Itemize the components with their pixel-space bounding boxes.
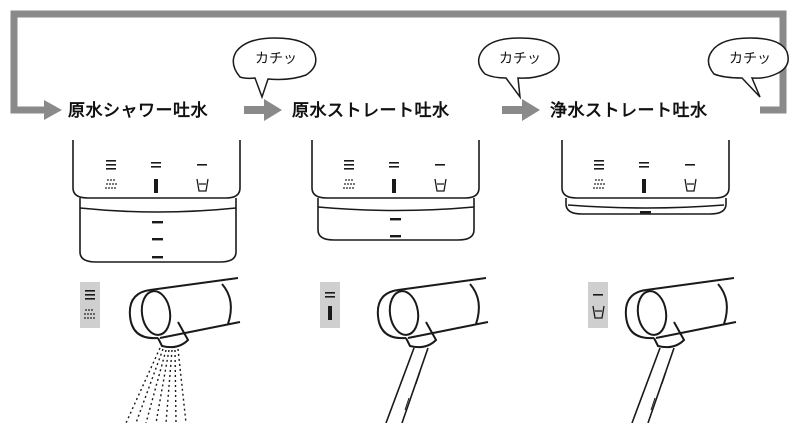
next-arrow-1 — [244, 99, 282, 121]
shower-icon — [80, 282, 100, 328]
click-bubble-3 — [707, 37, 789, 98]
selector-unit-1 — [72, 140, 241, 263]
unit-3-shower-glyph — [593, 179, 605, 189]
faucet-head-2 — [376, 277, 489, 349]
shower-spray — [125, 347, 187, 424]
straight-icon — [320, 282, 340, 328]
mode-label-straight: 原水ストレート吐水 — [292, 101, 450, 121]
unit-3-marks — [594, 160, 695, 214]
straight-stream-2 — [631, 347, 675, 424]
cup-icon — [588, 282, 608, 328]
next-arrow-2 — [502, 99, 540, 121]
unit-1-marks — [106, 160, 207, 259]
faucet-head-1 — [128, 277, 241, 349]
selector-unit-3 — [561, 140, 730, 215]
unit-2-marks — [344, 160, 445, 238]
unit-1-shower-glyph — [105, 179, 117, 189]
unit-2-shower-glyph — [343, 179, 355, 189]
mode-label-shower: 原水シャワー吐水 — [68, 101, 208, 121]
faucet-head-3 — [624, 277, 737, 349]
unit-3-cup-glyph — [684, 178, 697, 192]
mode-label-purified: 浄水ストレート吐水 — [550, 101, 708, 121]
unit-1-cup-glyph — [196, 178, 209, 192]
click-sound-1: カチッ — [255, 51, 297, 67]
straight-stream-1 — [385, 347, 429, 424]
click-bubble-1 — [232, 37, 317, 100]
click-sound-3: カチッ — [729, 51, 771, 67]
selector-unit-2 — [311, 140, 480, 241]
unit-2-cup-glyph — [434, 178, 447, 192]
click-bubble-2 — [477, 37, 560, 100]
click-sound-2: カチッ — [499, 51, 541, 67]
cycle-arrow-head — [44, 100, 62, 120]
cycle-arrow — [10, 10, 787, 114]
